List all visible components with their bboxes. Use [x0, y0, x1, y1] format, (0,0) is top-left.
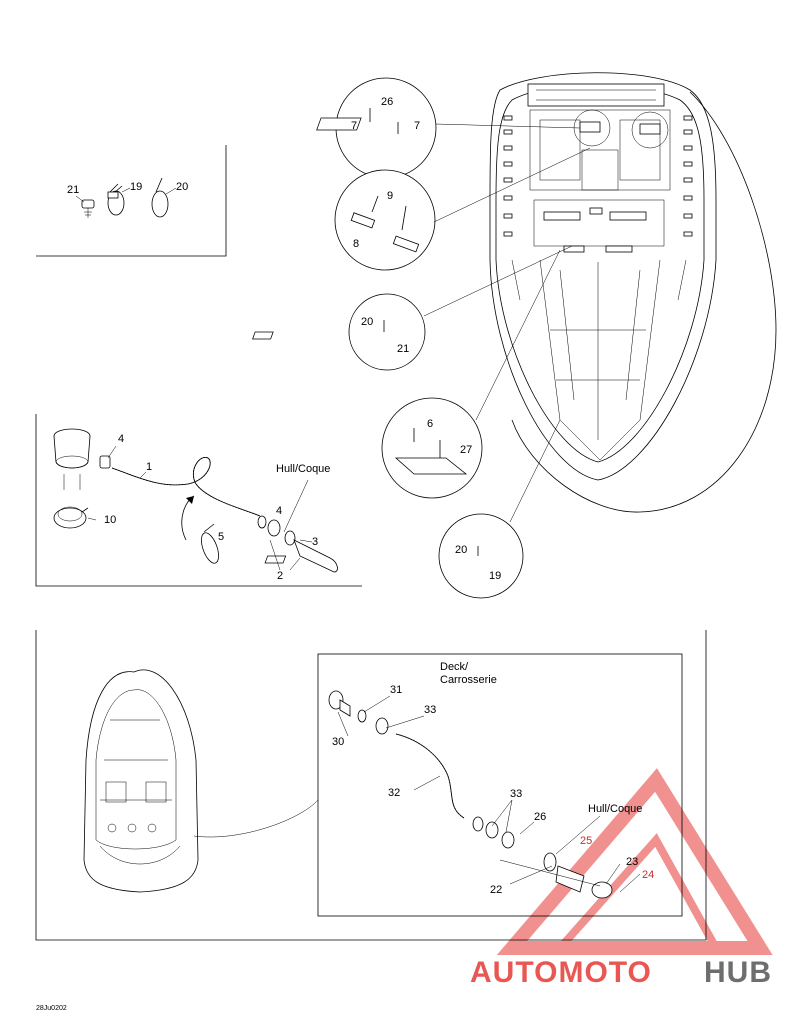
label-22: 22 [490, 884, 502, 896]
deck-label: Deck/ [440, 661, 469, 673]
label-5: 5 [218, 531, 224, 543]
hose-assembly [328, 690, 613, 899]
label-31: 31 [390, 684, 402, 696]
clip-19 [107, 183, 125, 216]
label-25: 25 [580, 835, 592, 847]
watermark-brand-part2: HUB [704, 956, 772, 989]
label-9: 9 [387, 190, 393, 202]
label-19-b: 19 [489, 570, 501, 582]
label-1: 1 [146, 461, 152, 473]
bottom-panel: Deck/ Carrosserie 31 33 30 32 33 26 Hull… [35, 630, 707, 941]
drain-hose-panel: 4 1 10 5 4 3 2 Hull/Coque [35, 414, 362, 587]
clip-20 [151, 177, 169, 218]
label-32: 32 [388, 787, 400, 799]
label-8: 8 [353, 238, 359, 250]
label-33-bottom: 33 [510, 788, 522, 800]
clamp-10 [53, 506, 89, 529]
label-20-b: 20 [361, 316, 373, 328]
callout-9-8: 9 8 [334, 147, 591, 271]
label-23: 23 [626, 856, 638, 868]
hull-slots-left [503, 115, 513, 237]
hull-top-view [489, 72, 777, 513]
carrosserie-label: Carrosserie [440, 674, 497, 686]
label-3: 3 [312, 536, 318, 548]
callout-26-7: 26 7 7 [316, 77, 581, 179]
label-24: 24 [642, 869, 654, 881]
clip-5 [201, 523, 219, 564]
clips-panel: 21 19 20 [36, 145, 227, 257]
label-21-b: 21 [397, 343, 409, 355]
label-27: 27 [460, 444, 472, 456]
label-4-bottom: 4 [276, 505, 282, 517]
watermark-logo: AUTOMOTO HUB [470, 956, 772, 989]
label-7-left: 7 [351, 120, 357, 132]
label-20-c: 20 [455, 544, 467, 556]
screw-21 [81, 199, 95, 218]
bailer-cup [53, 428, 91, 490]
label-19: 19 [130, 181, 142, 193]
hull-slots-right [683, 115, 693, 237]
label-30: 30 [332, 736, 344, 748]
figure-code: 28Ju0202 [36, 1005, 67, 1012]
hull-coque-label-2: Hull/Coque [588, 803, 642, 815]
label-4-top: 4 [118, 433, 124, 445]
label-33-top: 33 [424, 704, 436, 716]
label-21: 21 [67, 184, 79, 196]
callout-20-19: 20 19 [264, 419, 561, 599]
callout-6-27: 6 27 [381, 249, 561, 499]
label-26-b: 26 [534, 811, 546, 823]
label-6: 6 [427, 418, 433, 430]
label-2: 2 [277, 570, 283, 582]
watermark-brand-part1: AUTOMOTO [470, 956, 652, 989]
label-10: 10 [104, 514, 116, 526]
boat-deck-view [83, 669, 319, 893]
callout-20-21: 20 21 [252, 245, 573, 371]
hull-coque-label-1: Hull/Coque [276, 463, 330, 475]
label-7-right: 7 [414, 120, 420, 132]
label-20: 20 [176, 181, 188, 193]
label-26: 26 [381, 96, 393, 108]
